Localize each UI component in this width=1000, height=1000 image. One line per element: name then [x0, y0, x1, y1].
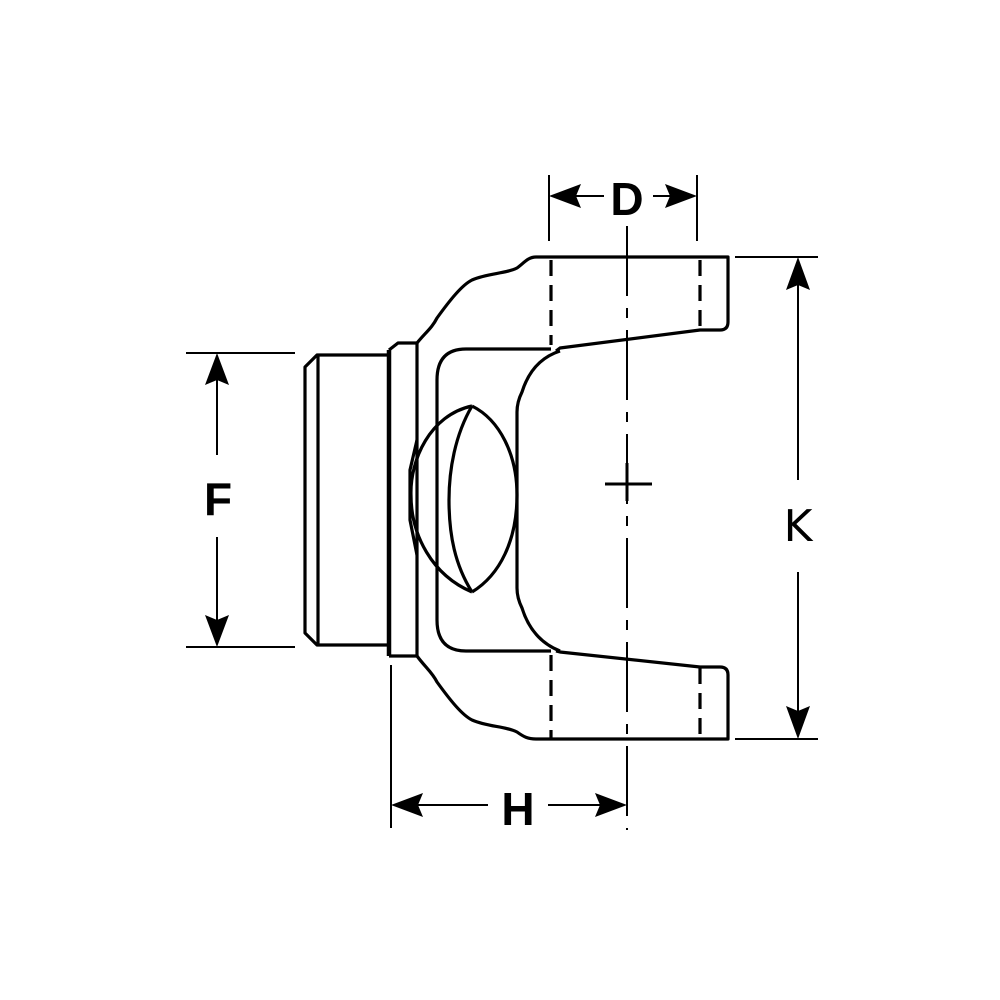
arrow-up-icon [205, 353, 229, 385]
yoke-boss [408, 404, 519, 594]
dimension-label-f: F [204, 473, 232, 525]
flange-collar [388, 341, 419, 658]
arrow-left-icon [549, 184, 581, 208]
dimension-f: F [186, 352, 295, 648]
arrow-up-icon [786, 257, 810, 290]
dimension-k: K [735, 256, 818, 740]
dimension-label-d: D [610, 173, 643, 225]
dimension-label-k: K [784, 501, 814, 552]
arrow-right-icon [665, 184, 697, 208]
centerline [605, 226, 652, 830]
dimension-d: D [548, 173, 698, 241]
hub-shaft [303, 350, 392, 656]
arrow-left-icon [391, 793, 423, 817]
arrow-right-icon [595, 793, 627, 817]
arrow-down-icon [205, 615, 229, 647]
arrow-down-icon [786, 706, 810, 739]
dimension-h: H [390, 665, 627, 835]
yoke-body [415, 255, 730, 741]
dimension-label-h: H [501, 783, 534, 835]
